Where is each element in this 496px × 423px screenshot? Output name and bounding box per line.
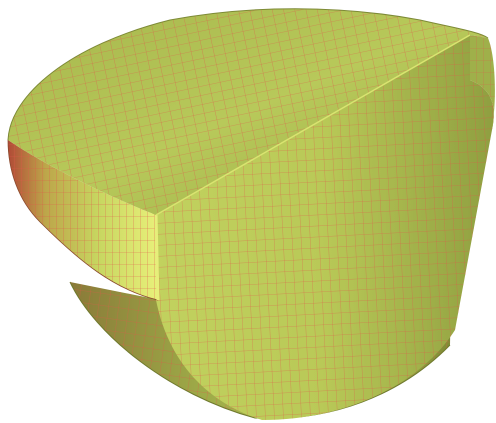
top-front-edge	[155, 34, 471, 216]
right-step-face	[470, 35, 495, 130]
top-disk-side	[7, 139, 159, 301]
top-disk-face	[7, 8, 489, 215]
front-cut-face	[150, 35, 494, 420]
slab-edge-highlight	[154, 214, 160, 301]
